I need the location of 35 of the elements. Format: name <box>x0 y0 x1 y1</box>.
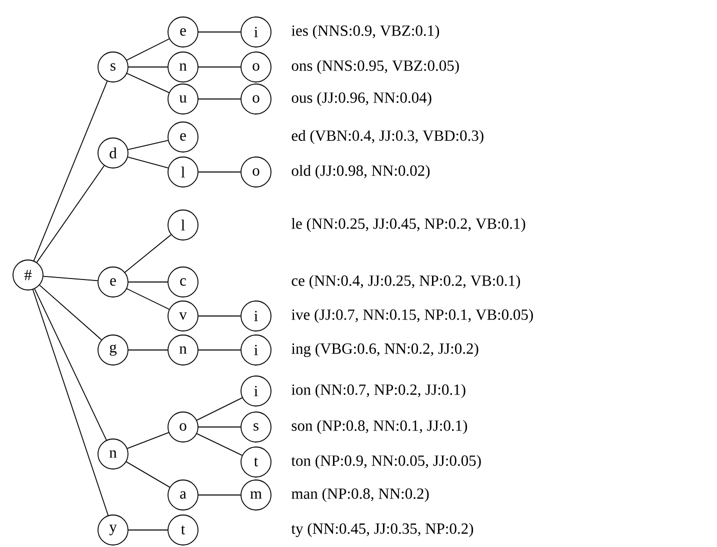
tree-branch <box>42 276 98 282</box>
suffix-label: ed (VBN:0.4, JJ:0.3, VBD:0.3) <box>292 130 484 144</box>
tree-branch <box>198 98 241 100</box>
tree-branch <box>32 289 109 516</box>
tree-branch <box>128 66 168 68</box>
tree-branch <box>39 284 102 340</box>
suffix-label: old (JJ:0.98, NN:0.02) <box>292 164 430 180</box>
tree-branch <box>196 397 243 421</box>
suffix-label: ty (NN:0.45, JJ:0.35, NP:0.2) <box>291 522 474 538</box>
tree-branch <box>124 234 172 273</box>
tree-branch <box>36 165 105 263</box>
tree-branch <box>126 432 170 449</box>
tree-branch <box>34 288 107 440</box>
suffix-label: ton (NP:0.9, NN:0.05, JJ:0.05) <box>291 454 481 470</box>
suffix-label: son (NP:0.8, NN:0.1, JJ:0.1) <box>292 420 468 434</box>
suffix-label: ons (NNS:0.95, VBZ:0.05) <box>292 60 459 74</box>
tree-branch <box>33 80 108 262</box>
tree-branch <box>126 461 170 488</box>
tree-branch <box>127 156 169 168</box>
tree-branch <box>128 140 168 150</box>
suffix-label: ies (NNS:0.9, VBZ:0.1) <box>292 24 440 40</box>
suffix-label: ce (NN:0.4, JJ:0.25, NP:0.2, VB:0.1) <box>292 274 520 290</box>
tree-branch <box>198 426 241 428</box>
tree-branch <box>126 38 170 61</box>
tree-branch <box>198 66 241 68</box>
tree-branch <box>126 72 170 94</box>
suffix-label: ive (JJ:0.7, NN:0.15, NP:0.1, VB:0.05) <box>292 308 533 324</box>
tree-branch <box>196 433 243 456</box>
suffix-label: ing (VBG:0.6, NN:0.2, JJ:0.2) <box>292 342 478 358</box>
suffix-label: le (NN:0.25, JJ:0.45, NP:0.2, VB:0.1) <box>292 218 526 232</box>
suffix-label: ous (JJ:0.96, NN:0.04) <box>292 92 432 106</box>
suffix-label: ion (NN:0.7, NP:0.2, JJ:0.1) <box>292 384 466 398</box>
tree-branch <box>198 494 241 496</box>
suffix-label: man (NP:0.8, NN:0.2) <box>292 488 429 502</box>
tree-branch <box>126 288 170 310</box>
